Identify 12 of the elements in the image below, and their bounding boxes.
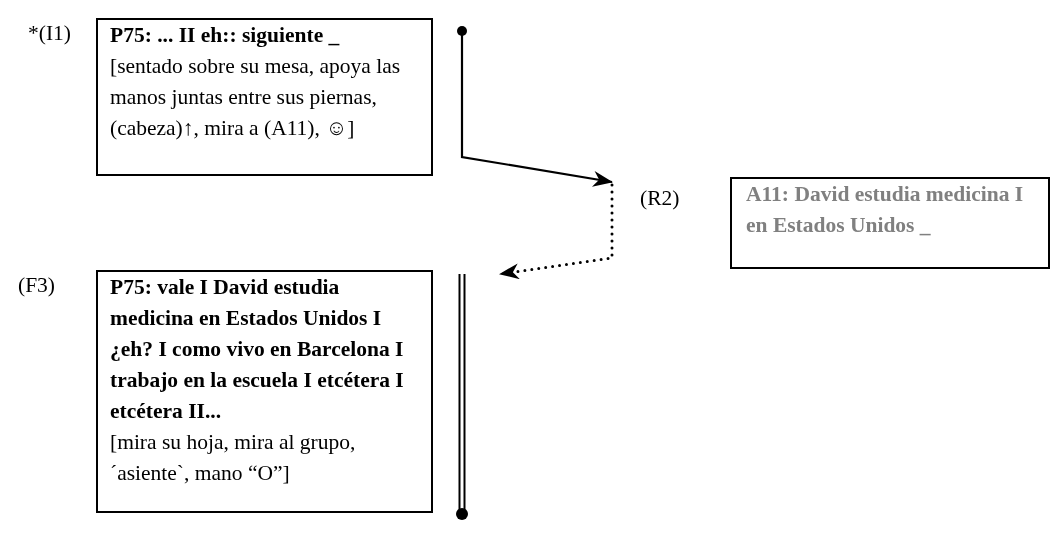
turn-label: (R2) — [640, 185, 680, 212]
turn-label: (F3) — [18, 272, 56, 299]
dotted-arrow — [498, 183, 614, 280]
turn-label: *(I1) — [28, 20, 71, 47]
utterance-text: P75: ... II eh:: siguiente _ — [110, 22, 341, 49]
utterance-box — [96, 18, 433, 176]
utterance-box — [96, 270, 433, 513]
gesture-note: [sentado sobre su mesa, apoya las manos juntas entre sus piernas, (cabeza)↑, mira a (A11), ☺] — [110, 53, 402, 142]
gesture-note: [mira su hoja, mira al grupo, ´asiente`, mano “O”] — [110, 429, 357, 487]
utterance-box — [730, 177, 1050, 269]
utterance-text: P75: vale I David estudia medicina en Estados Unidos I ¿eh? I como vivo en Barcelona I trabajo en la escuela I etcétera I etcétera II... — [110, 274, 405, 425]
utterance-text: A11: David estudia medicina I en Estados Unidos _ — [746, 181, 1025, 239]
